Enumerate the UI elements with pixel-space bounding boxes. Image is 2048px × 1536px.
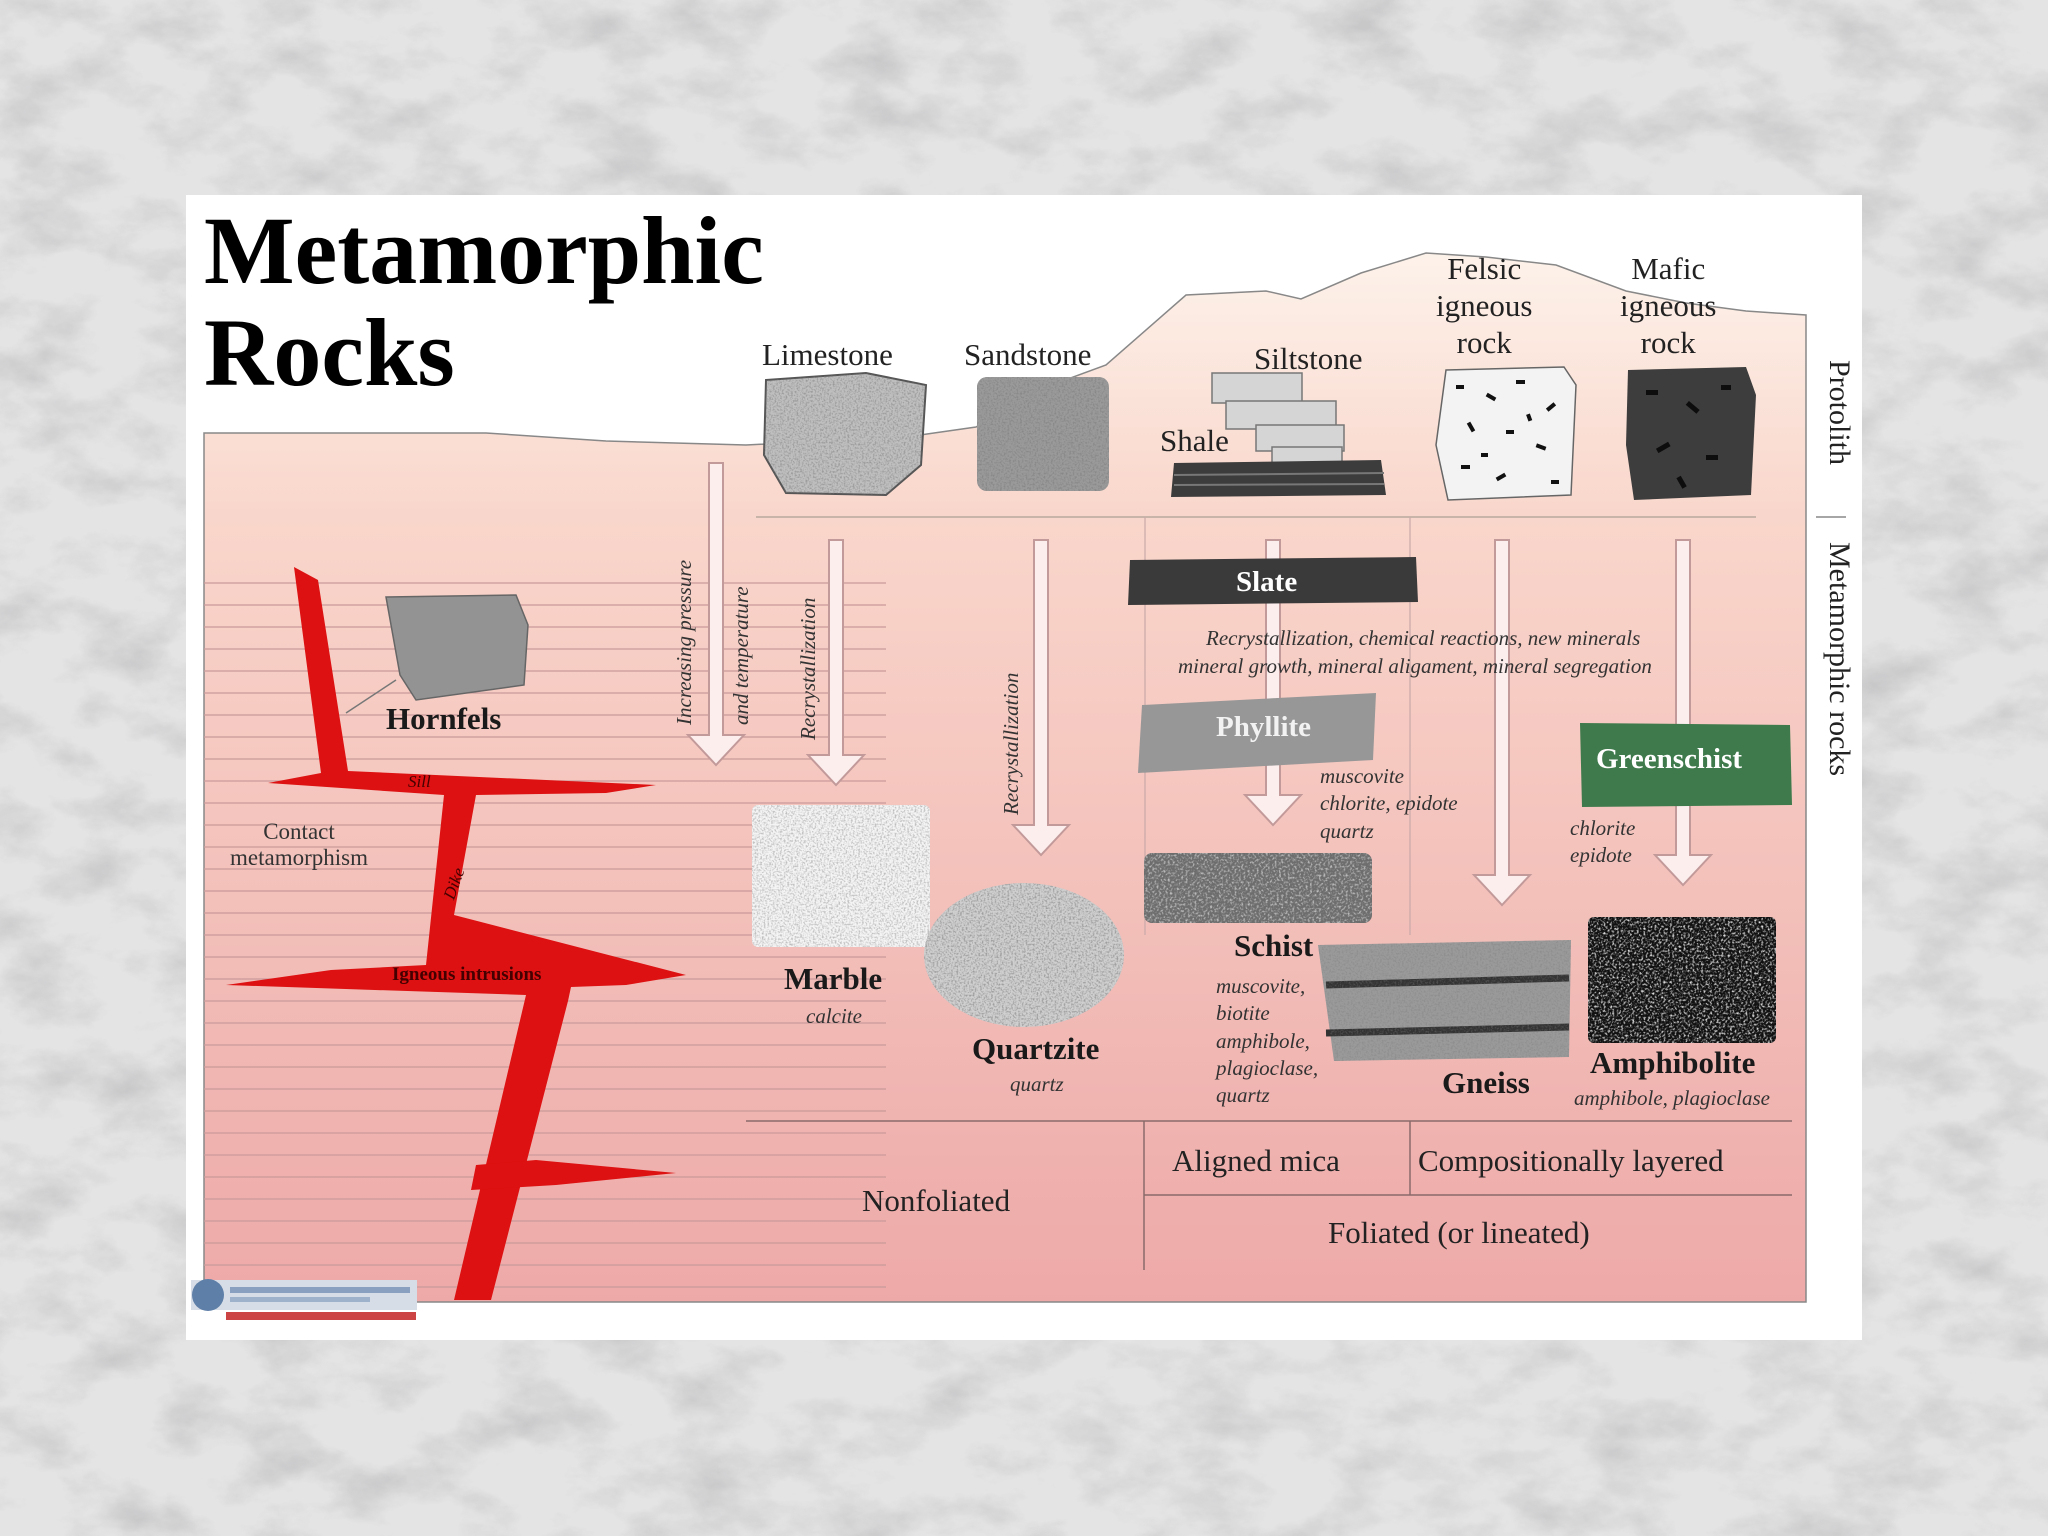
siltstone-label: Siltstone: [1254, 341, 1363, 376]
siltstone-sample: [1211, 372, 1345, 470]
publisher-logo: [191, 1279, 417, 1320]
schist-mineral-5: quartz: [1216, 1083, 1270, 1108]
protolith-side-label: Protolith: [1823, 360, 1856, 466]
gneiss-label: Gneiss: [1442, 1065, 1530, 1100]
schist-mineral-2: biotite: [1216, 1001, 1270, 1026]
recrystallization-label-sandstone: Recrystallization: [999, 672, 1023, 815]
gneiss-sample: [1318, 940, 1571, 1061]
felsic-line-1: Felsic: [1447, 251, 1522, 286]
phyllite-minerals: muscovite chlorite, epidote quartz: [1320, 763, 1458, 845]
phyllite-sample: [1138, 693, 1376, 773]
marble-minerals: calcite: [806, 1004, 862, 1028]
sill-label: Sill: [408, 772, 431, 791]
schist-mineral-4: plagioclase,: [1216, 1055, 1319, 1080]
texture-band-lines: [746, 1120, 1792, 1270]
nonfoliated-label: Nonfoliated: [862, 1183, 1011, 1218]
recrystallization-label-limestone: Recrystallization: [796, 597, 820, 740]
mafic-label: Mafic igneous rock: [1620, 250, 1716, 362]
foliated-label: Foliated (or lineated): [1328, 1215, 1590, 1250]
marble-label: Marble: [784, 961, 883, 996]
diagram-card: Metamorphic Rocks Limestone Sandstone Si…: [186, 195, 1862, 1340]
shale-label: Shale: [1160, 423, 1229, 458]
limestone-label: Limestone: [762, 337, 893, 372]
page-title: Metamorphic Rocks: [204, 203, 764, 401]
schist-mineral-1: muscovite,: [1216, 974, 1306, 998]
felsic-line-3: rock: [1456, 325, 1512, 361]
mafic-sample: [1626, 367, 1756, 500]
title-line-2: Rocks: [204, 299, 455, 406]
sandstone-sample: [977, 377, 1109, 491]
schist-label: Schist: [1234, 928, 1314, 963]
schist-minerals: muscovite, biotite amphibole, plagioclas…: [1216, 973, 1318, 1109]
aligned-mica-label: Aligned mica: [1172, 1143, 1340, 1178]
metamorphic-diagram: [191, 252, 1846, 1320]
hornfels-label: Hornfels: [386, 701, 502, 736]
contact-line-2: metamorphism: [230, 845, 368, 871]
felsic-sample: [1435, 366, 1577, 501]
pressure-label-1: Increasing pressure: [672, 559, 696, 725]
title-line-1: Metamorphic: [204, 197, 764, 304]
greenschist-sample: [1580, 723, 1792, 807]
mafic-line-2: igneous: [1620, 288, 1717, 324]
greenschist-label: Greenschist: [1596, 743, 1743, 775]
slate-sample: [1128, 557, 1418, 605]
quartzite-sample: [924, 883, 1124, 1027]
greenschist-mineral-2: epidote: [1570, 843, 1632, 868]
amphibolite-minerals: amphibole, plagioclase: [1574, 1086, 1770, 1110]
contact-line-1: Contact: [263, 819, 335, 844]
phyllite-mineral-3: quartz: [1320, 818, 1374, 843]
schist-sample: [1144, 853, 1372, 923]
felsic-label: Felsic igneous rock: [1436, 250, 1532, 362]
sandstone-label: Sandstone: [964, 337, 1092, 372]
compositionally-layered-label: Compositionally layered: [1418, 1143, 1724, 1178]
reactions-line-2: mineral growth, mineral aligament, miner…: [1178, 654, 1652, 678]
felsic-line-2: igneous: [1436, 288, 1533, 324]
limestone-sample: [762, 371, 928, 497]
phyllite-mineral-1: muscovite: [1320, 764, 1404, 788]
phyllite-mineral-2: chlorite, epidote: [1320, 791, 1458, 816]
metamorphic-side-label: Metamorphic rocks: [1823, 542, 1856, 777]
amphibolite-sample: [1588, 917, 1776, 1043]
schist-mineral-3: amphibole,: [1216, 1028, 1310, 1053]
igneous-intrusions: [226, 567, 686, 1300]
hornfels-sample: [385, 594, 529, 701]
mafic-line-3: rock: [1640, 325, 1696, 361]
igneous-intrusions-label: Igneous intrusions: [392, 964, 542, 985]
contact-metamorphism-label: Contact metamorphism: [230, 819, 368, 872]
greenschist-mineral-1: chlorite: [1570, 816, 1636, 840]
process-arrows: [685, 462, 1714, 907]
mafic-line-1: Mafic: [1631, 251, 1706, 286]
quartzite-label: Quartzite: [972, 1031, 1100, 1066]
quartzite-minerals: quartz: [1010, 1072, 1064, 1096]
amphibolite-label: Amphibolite: [1590, 1045, 1756, 1080]
reactions-line-1: Recrystallization, chemical reactions, n…: [1206, 626, 1641, 650]
slate-label: Slate: [1236, 566, 1298, 598]
phyllite-label: Phyllite: [1216, 711, 1312, 743]
greenschist-minerals: chlorite epidote: [1570, 815, 1635, 870]
shale-sample: [1171, 460, 1386, 497]
marble-sample: [752, 805, 930, 947]
pressure-label-2: and temperature: [729, 586, 753, 725]
